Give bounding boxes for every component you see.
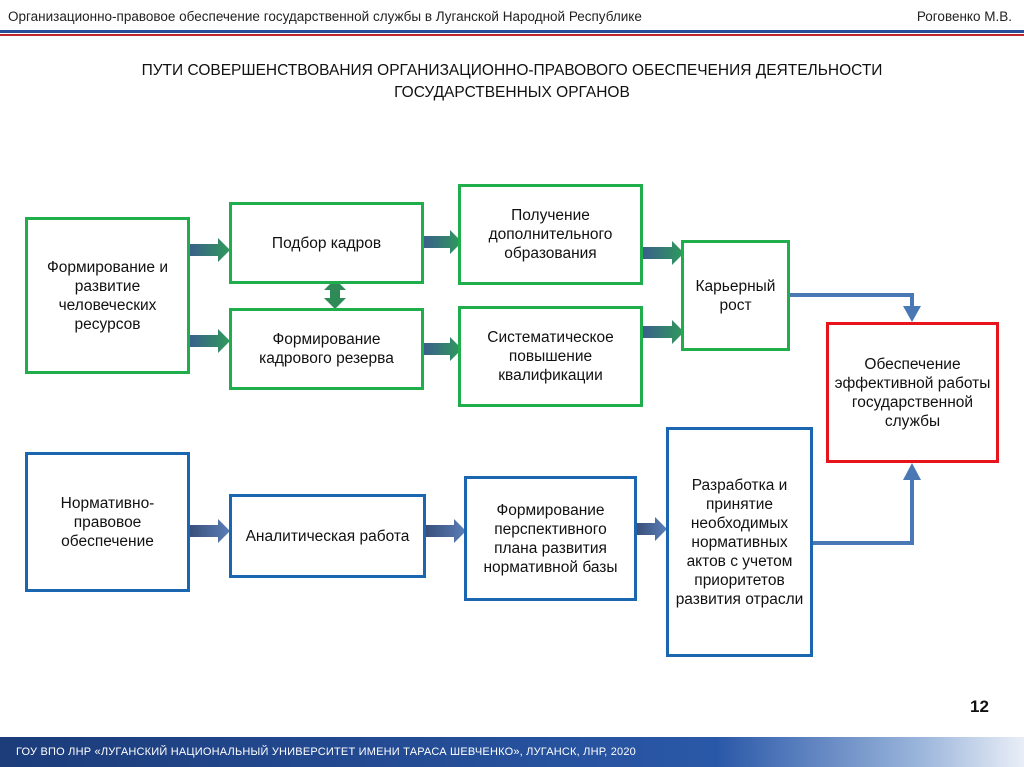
arrow-plan-to-acts [637,517,667,541]
box-hr-development: Формирование и развитие человеческих рес… [25,217,190,374]
box-regulatory-acts: Разработка и принятие необходимых нормат… [666,427,813,657]
arrow-education-to-career [643,241,684,265]
arrow-reserve-to-qualification [424,337,462,361]
arrow-hr-to-reserve [190,329,230,353]
box-effective-civil-service: Обеспечение эффективной работы государст… [826,322,999,463]
arrow-legal-to-analytics [190,519,230,543]
footer-institution: ГОУ ВПО ЛНР «ЛУГАНСКИЙ НАЦИОНАЛЬНЫЙ УНИВ… [16,746,636,758]
header-rule-red [0,34,1024,36]
arrow-selection-reserve-bidirectional [324,279,346,309]
connector-acts-to-result [813,478,914,545]
header-author: Роговенко М.В. [916,9,1012,24]
connector-career-to-result [790,293,914,308]
page-number: 12 [970,697,989,716]
box-career-growth: Карьерный рост [681,240,790,351]
box-personnel-reserve: Формирование кадрового резерва [229,308,424,390]
box-additional-education: Получение дополнительного образования [458,184,643,285]
arrowhead-career-to-result [903,306,921,322]
arrow-selection-to-education [424,230,462,254]
slide-title-line-1: ПУТИ СОВЕРШЕНСТВОВАНИЯ ОРГАНИЗАЦИОННО-ПР… [141,62,883,79]
arrow-analytics-to-plan [426,519,466,543]
header-presentation-title: Организационно-правовое обеспечение госу… [8,9,642,24]
footer-bar: ГОУ ВПО ЛНР «ЛУГАНСКИЙ НАЦИОНАЛЬНЫЙ УНИВ… [0,737,1024,767]
box-legal-support: Нормативно-правовое обеспечение [25,452,190,592]
arrowhead-acts-to-result [903,463,921,480]
header-rule-blue [0,30,1024,33]
box-staff-selection: Подбор кадров [229,202,424,284]
slide-title: ПУТИ СОВЕРШЕНСТВОВАНИЯ ОРГАНИЗАЦИОННО-ПР… [60,60,964,104]
arrow-hr-to-selection [190,238,230,262]
box-qualification-improvement: Систематическое повышение квалификации [458,306,643,407]
box-regulatory-plan: Формирование перспективного плана развит… [464,476,637,601]
slide-title-line-2: ГОСУДАРСТВЕННЫХ ОРГАНОВ [394,84,630,101]
box-analytical-work: Аналитическая работа [229,494,426,578]
arrow-qualification-to-career [643,320,684,344]
